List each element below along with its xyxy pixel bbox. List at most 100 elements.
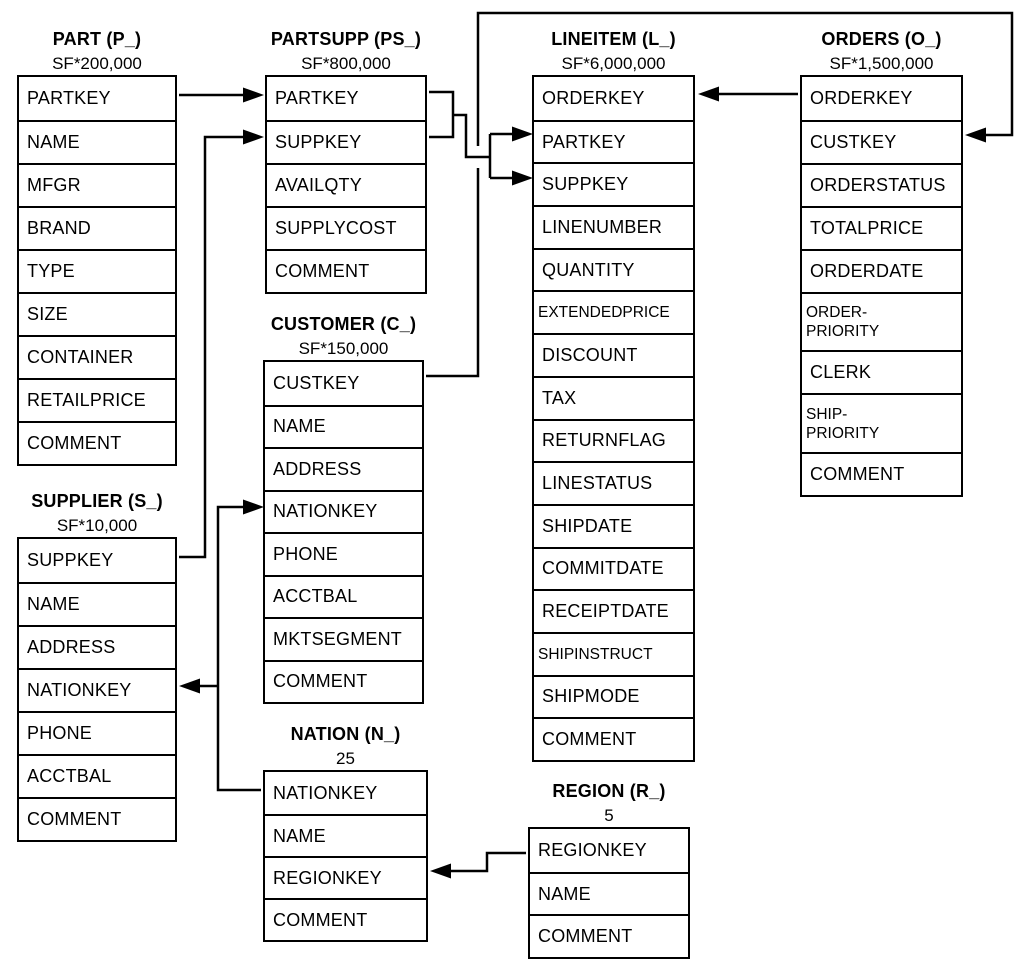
field-orders-orderkey: ORDERKEY xyxy=(810,88,913,108)
connector-line xyxy=(426,168,480,378)
arrowhead-icon xyxy=(512,126,533,142)
field-region-comment: COMMENT xyxy=(530,914,688,957)
field-lineitem-receiptdate: RECEIPTDATE xyxy=(534,589,693,632)
field-customer-custkey: CUSTKEY xyxy=(273,372,360,393)
relationship-partsupp-keys-to-lineitem-keys xyxy=(429,90,533,186)
relationship-part-partkey-to-partsupp-partkey xyxy=(179,87,264,103)
field-orders-orderdate: ORDERDATE xyxy=(802,249,961,292)
field-orders-clerk: CLERK xyxy=(802,350,961,393)
field-supplier-nationkey: NATIONKEY xyxy=(19,668,175,711)
relationship-nation-nationkey-to-customer-nationkey xyxy=(216,499,264,792)
field-lineitem-linenumber: LINENUMBER xyxy=(534,205,693,248)
field-lineitem-partkey: PARTKEY xyxy=(534,119,693,163)
field-part-container: CONTAINER xyxy=(19,335,175,378)
field-supplier-suppkey: SUPPKEY xyxy=(27,550,114,570)
field-lineitem-linestatus: LINESTATUS xyxy=(534,461,693,504)
field-customer-address: ADDRESS xyxy=(265,447,422,490)
field-part-partkey: PARTKEY xyxy=(27,88,111,108)
field-part-comment: COMMENT xyxy=(19,421,175,464)
field-orders-order-priority: ORDER- PRIORITY xyxy=(802,292,961,350)
field-partsupp-partkey: PARTKEY xyxy=(275,88,359,108)
connector-line xyxy=(179,135,243,559)
field-orders-comment: COMMENT xyxy=(802,452,961,495)
field-partsupp-supplycost: SUPPLYCOST xyxy=(267,206,425,249)
table-cardinality-part: SF*200,000 xyxy=(52,54,142,73)
arrowhead-icon xyxy=(243,87,264,103)
field-lineitem-orderkey: ORDERKEY xyxy=(542,87,645,108)
table-cardinality-partsupp: SF*800,000 xyxy=(301,54,391,73)
connector-line xyxy=(216,505,261,792)
field-supplier-comment: COMMENT xyxy=(19,797,175,840)
field-orders-custkey: CUSTKEY xyxy=(802,120,961,163)
field-part-retailprice: RETAILPRICE xyxy=(19,378,175,421)
field-nation-nationkey: NATIONKEY xyxy=(273,782,378,803)
field-customer-acctbal: ACCTBAL xyxy=(265,574,422,618)
field-supplier-name: NAME xyxy=(19,582,175,625)
field-region-regionkey: REGIONKEY xyxy=(538,839,647,860)
field-customer-phone: PHONE xyxy=(265,532,422,575)
arrowhead-icon xyxy=(243,499,264,515)
field-lineitem-shipmode: SHIPMODE xyxy=(534,674,693,718)
relationship-supplier-suppkey-to-partsupp-suppkey xyxy=(179,129,264,559)
field-lineitem-discount: DISCOUNT xyxy=(534,333,693,376)
arrowhead-icon xyxy=(243,129,264,145)
field-partsupp-comment: COMMENT xyxy=(267,249,425,292)
table-cardinality-lineitem: SF*6,000,000 xyxy=(561,54,666,73)
table-title-nation: NATION (N_) xyxy=(290,724,401,744)
table-title-partsupp: PARTSUPP (PS_) xyxy=(270,29,422,49)
arrowhead-icon xyxy=(965,127,986,143)
field-part-mfgr: MFGR xyxy=(19,163,175,206)
arrowhead-icon xyxy=(512,170,533,186)
field-lineitem-quantity: QUANTITY xyxy=(534,247,693,291)
relationship-orders-orderkey-to-lineitem-orderkey xyxy=(698,86,798,102)
field-customer-nationkey: NATIONKEY xyxy=(265,489,422,533)
arrowhead-icon xyxy=(698,86,719,102)
field-orders-ship-priority: SHIP- PRIORITY xyxy=(802,393,961,452)
field-lineitem-commitdate: COMMITDATE xyxy=(534,546,693,590)
table-cardinality-orders: SF*1,500,000 xyxy=(829,54,934,73)
field-supplier-address: ADDRESS xyxy=(19,625,175,668)
field-part-brand: BRAND xyxy=(19,206,175,249)
field-nation-name: NAME xyxy=(265,814,426,856)
field-lineitem-returnflag: RETURNFLAG xyxy=(534,418,693,462)
field-part-name: NAME xyxy=(19,120,175,163)
field-part-size: SIZE xyxy=(19,292,175,335)
field-customer-name: NAME xyxy=(265,404,422,448)
field-orders-totalprice: TOTALPRICE xyxy=(802,206,961,249)
field-lineitem-shipdate: SHIPDATE xyxy=(534,503,693,547)
arrowhead-icon xyxy=(430,863,451,879)
table-title-orders: ORDERS (O_) xyxy=(821,29,942,49)
field-customer-mktsegment: MKTSEGMENT xyxy=(265,617,422,660)
relationship-region-regionkey-to-nation-regionkey xyxy=(430,851,526,879)
arrowhead-icon xyxy=(179,678,200,694)
field-lineitem-shipinstruct: SHIPINSTRUCT xyxy=(534,631,693,675)
table-title-supplier: SUPPLIER (S_) xyxy=(31,491,163,511)
table-cardinality-customer: SF*150,000 xyxy=(298,339,389,358)
connector-line xyxy=(451,851,526,873)
field-partsupp-availqty: AVAILQTY xyxy=(267,163,425,206)
table-cardinality-region: 5 xyxy=(604,806,614,825)
field-nation-comment: COMMENT xyxy=(265,898,426,940)
field-supplier-acctbal: ACCTBAL xyxy=(19,754,175,797)
field-part-type: TYPE xyxy=(19,249,175,292)
connector-line xyxy=(453,113,490,159)
field-partsupp-suppkey: SUPPKEY xyxy=(267,120,425,163)
table-title-part: PART (P_) xyxy=(52,29,142,49)
field-lineitem-comment: COMMENT xyxy=(534,717,693,760)
table-title-lineitem: LINEITEM (L_) xyxy=(551,29,676,49)
